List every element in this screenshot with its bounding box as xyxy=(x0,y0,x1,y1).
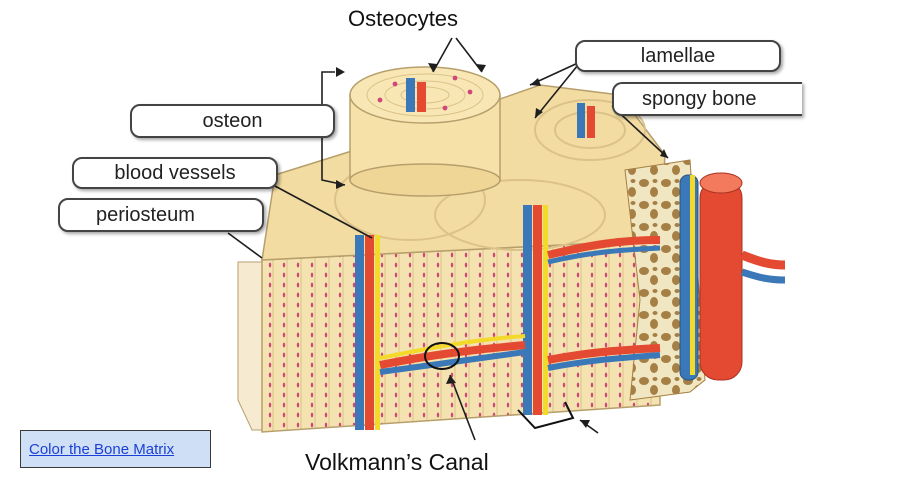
osteon-rings-3 xyxy=(534,99,646,161)
haversian-canal-vessels xyxy=(355,205,548,430)
volkmann-canal-circle xyxy=(424,342,460,370)
volkmann-canal-vessels xyxy=(379,236,661,375)
color-bone-matrix-link[interactable]: Color the Bone Matrix xyxy=(29,440,175,458)
canal-bracket xyxy=(517,401,575,430)
osteon-cylinder xyxy=(349,66,501,197)
large-artery-vein xyxy=(679,172,786,381)
volkmanns-canal-label: Volkmann’s Canal xyxy=(305,449,489,475)
periosteum-label: periosteum xyxy=(58,198,264,232)
periosteum-layer xyxy=(237,261,263,431)
blood-vessels-label: blood vessels xyxy=(72,157,278,189)
osteon-label: osteon xyxy=(130,104,335,138)
top-artery xyxy=(587,106,595,138)
arrow-heads xyxy=(336,63,668,428)
osteon-rings-2 xyxy=(434,179,606,251)
spongy-bone-label: spongy bone xyxy=(612,82,802,116)
top-vein xyxy=(577,103,585,138)
color-bone-matrix-box: Color the Bone Matrix xyxy=(20,430,211,468)
lamellae-label: lamellae xyxy=(575,40,781,72)
osteocytes-label: Osteocytes xyxy=(348,6,459,31)
